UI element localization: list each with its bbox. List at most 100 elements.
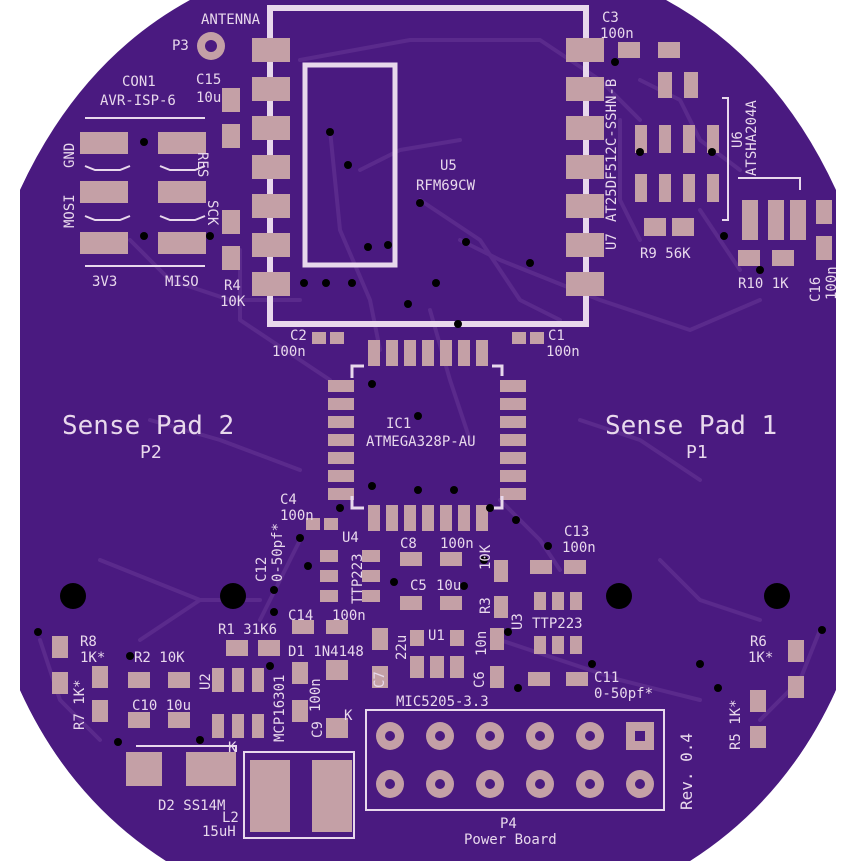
mounting-hole [220,583,246,609]
label-c8-value: 100n [440,536,474,552]
label-r2: R2 10K [134,650,185,666]
label-ttp-u4: TTP223 [350,553,366,604]
label-r6-value: 1K* [748,650,773,666]
label-gnd: GND [62,143,78,168]
label-u2: U2 [198,673,214,690]
label-r10: R10 1K [738,276,789,292]
label-c1-value: 100n [546,344,580,360]
label-miso: MISO [165,274,199,290]
label-atsha: ATSHA204A [744,100,760,176]
label-r3: R3 [478,597,494,614]
label-mosi: MOSI [62,194,78,228]
label-c5-value: 10u [436,578,461,594]
label-p1: P1 [686,442,708,463]
u5-pads-left [252,38,290,296]
label-c1: C1 [548,328,565,344]
label-ttp-u3: TTP223 [532,616,583,632]
label-con1: CON1 [122,74,156,90]
label-ic1: IC1 [386,416,411,432]
label-c4: C4 [280,492,297,508]
u7-pads [635,125,719,202]
vias [34,58,826,746]
label-flash: AT25DF512C-SSHN-B [604,79,620,222]
label-c14-value: 100n [332,608,366,624]
con1-pads [80,132,206,254]
label-c6-value: 10n [474,631,490,656]
label-c15-value: 10u [196,90,221,106]
label-c7: C7 [372,671,388,688]
label-d1: D1 1N4148 [288,644,364,660]
label-r8: R8 [80,634,97,650]
label-con1-value: AVR-ISP-6 [100,93,176,109]
ic1-pads-right [500,380,526,500]
label-r4-value: 10K [220,294,246,310]
label-r9: R9 56K [640,246,691,262]
label-c16-value: 100n [824,266,840,300]
u5-pads-right [566,38,604,296]
label-c9-value: 100n [308,678,324,712]
label-c5: C5 [410,578,427,594]
label-k2: K [228,740,237,756]
label-p3: P3 [172,38,189,54]
mounting-hole [606,583,632,609]
label-l2-value: 15uH [202,824,236,840]
label-c6: C6 [472,671,488,688]
label-u7: U7 [604,233,620,250]
label-d2: D2 SS14M [158,798,225,814]
label-c16: C16 [808,277,824,302]
label-mic: MIC5205-3.3 [396,694,489,710]
label-r8-value: 1K* [80,650,105,666]
label-c11: C11 [594,670,619,686]
label-l2: L2 [222,810,239,826]
label-c7-value: 22u [394,635,410,660]
ic1-pads-bottom [368,505,488,531]
label-u5-value: RFM69CW [416,178,476,194]
label-r3-value: 10K [478,544,494,570]
label-3v3: 3V3 [92,274,117,290]
label-c2: C2 [290,328,307,344]
label-c3: C3 [602,10,619,26]
label-sense-pad-2: Sense Pad 2 [62,411,234,441]
label-c13-value: 100n [562,540,596,556]
label-c4-value: 100n [280,508,314,524]
mounting-hole [60,583,86,609]
p4-header-pins [376,722,654,798]
label-sck: SCK [204,200,220,226]
label-u5: U5 [440,158,457,174]
label-p2: P2 [140,442,162,463]
label-c12: C12 [254,557,270,582]
label-rev: Rev. 0.4 [677,733,696,810]
mounting-hole [764,583,790,609]
label-r6: R6 [750,634,767,650]
label-p4-value: Power Board [464,832,557,848]
silkscreen-labels: ANTENNA P3 CON1 AVR-ISP-6 C15 10u RES SC… [62,10,840,848]
label-r1: R1 31K6 [218,622,277,638]
label-c9: C9 [310,721,326,738]
label-c12-value: 0-50pf* [270,523,286,582]
label-p4: P4 [500,816,517,832]
label-c8: C8 [400,536,417,552]
label-c13: C13 [564,524,589,540]
label-u1: U1 [428,628,445,644]
label-r5: R5 1K* [728,699,744,750]
label-c11-value: 0-50pf* [594,686,653,702]
label-c15: C15 [196,72,221,88]
label-u3: U3 [510,613,526,630]
label-r4: R4 [224,278,241,294]
label-c10: C10 10u [132,698,191,714]
label-c2-value: 100n [272,344,306,360]
ic1-pads-left [328,380,354,500]
label-antenna: ANTENNA [201,12,261,28]
label-u4: U4 [342,530,359,546]
label-ic1-value: ATMEGA328P-AU [366,434,476,450]
label-mcp: MCP16301 [272,675,288,742]
label-c3-value: 100n [600,26,634,42]
label-r7: R7 1K* [72,679,88,730]
label-k1: K [344,708,353,724]
ic1-pads-top [368,340,488,366]
label-sense-pad-1: Sense Pad 1 [605,411,777,441]
label-res: RES [194,152,210,177]
label-c14: C14 [288,608,313,624]
label-u6: U6 [730,131,746,148]
